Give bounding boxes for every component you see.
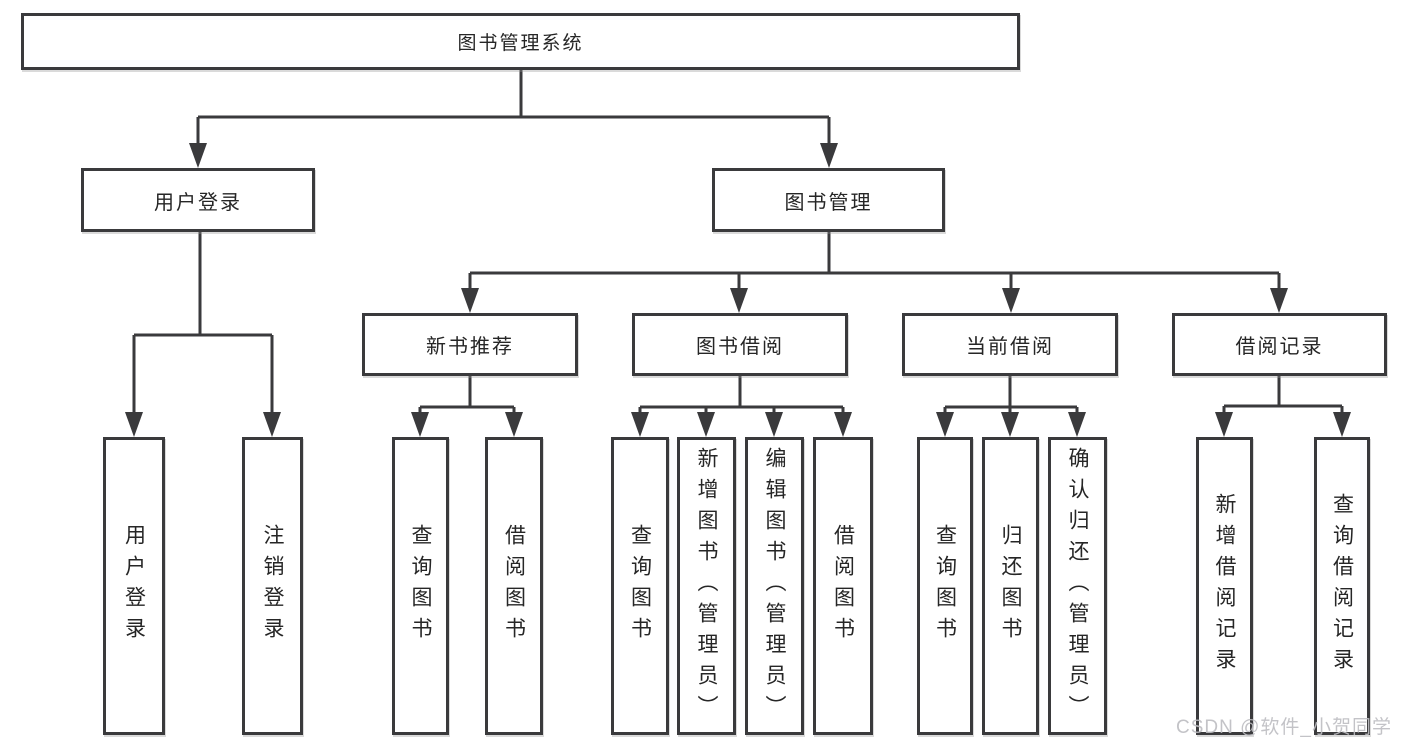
node-bb-query-book: 查询图书 <box>611 437 669 735</box>
node-current-borrow-label: 当前借阅 <box>966 336 1054 358</box>
node-cb-query-book: 查询图书 <box>917 437 973 735</box>
node-nb-query-book: 查询图书 <box>392 437 449 735</box>
node-nb-query-book-label: 查询图书 <box>409 524 432 648</box>
node-book-borrow: 图书借阅 <box>632 313 848 376</box>
node-bb-add-book-label: 新增图书（管理员） <box>695 446 718 726</box>
node-root: 图书管理系统 <box>21 13 1020 70</box>
node-bb-query-book-label: 查询图书 <box>628 524 652 648</box>
node-cb-confirm-return: 确认归还（管理员） <box>1048 437 1107 735</box>
node-root-label: 图书管理系统 <box>457 33 584 54</box>
node-logout-label: 注销登录 <box>261 524 284 648</box>
node-new-book-rec: 新书推荐 <box>362 313 578 376</box>
node-bb-edit-book-label: 编辑图书（管理员） <box>763 446 786 726</box>
node-logout: 注销登录 <box>242 437 303 735</box>
node-cb-return-book-label: 归还图书 <box>999 524 1022 648</box>
node-current-borrow: 当前借阅 <box>902 313 1118 376</box>
node-br-query-record: 查询借阅记录 <box>1314 437 1370 735</box>
node-cb-query-book-label: 查询图书 <box>933 524 957 648</box>
node-new-book-rec-label: 新书推荐 <box>426 336 514 358</box>
node-login-group-label: 用户登录 <box>154 191 242 214</box>
node-bb-add-book: 新增图书（管理员） <box>677 437 736 735</box>
node-cb-return-book: 归还图书 <box>982 437 1039 735</box>
node-borrow-records-label: 借阅记录 <box>1235 336 1324 358</box>
node-borrow-records: 借阅记录 <box>1172 313 1387 376</box>
node-nb-borrow-book-label: 借阅图书 <box>502 524 526 648</box>
node-bb-edit-book: 编辑图书（管理员） <box>745 437 804 735</box>
node-user-login-label: 用户登录 <box>122 524 146 648</box>
node-br-add-record: 新增借阅记录 <box>1196 437 1253 735</box>
node-bb-borrow-book: 借阅图书 <box>813 437 873 735</box>
node-nb-borrow-book: 借阅图书 <box>485 437 543 735</box>
node-bb-borrow-book-label: 借阅图书 <box>831 524 855 648</box>
node-book-mgmt-label: 图书管理 <box>784 191 873 214</box>
node-user-login: 用户登录 <box>103 437 165 735</box>
node-br-add-record-label: 新增借阅记录 <box>1213 493 1236 679</box>
node-book-mgmt: 图书管理 <box>712 168 945 232</box>
node-cb-confirm-return-label: 确认归还（管理员） <box>1066 446 1089 726</box>
node-book-borrow-label: 图书借阅 <box>696 336 784 358</box>
watermark: CSDN @软件_小贺同学 <box>1176 717 1392 738</box>
node-br-query-record-label: 查询借阅记录 <box>1330 493 1354 679</box>
node-login-group: 用户登录 <box>81 168 315 232</box>
